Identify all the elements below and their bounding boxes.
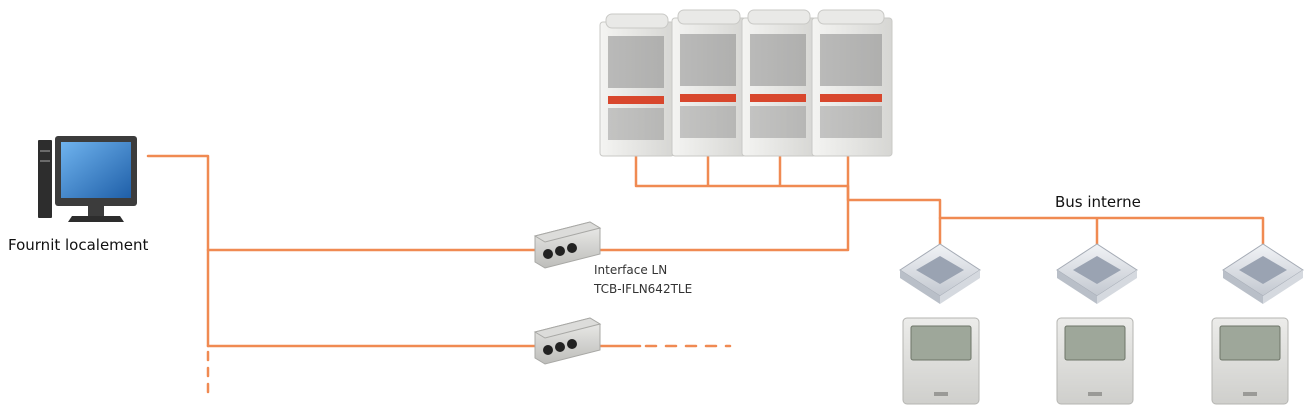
outdoor-module-3 bbox=[741, 9, 817, 157]
outdoor-module-1 bbox=[599, 13, 675, 157]
wall-controller-icon-2 bbox=[1056, 317, 1134, 405]
wall-controller-icon-3 bbox=[1211, 317, 1289, 405]
cassette-unit-icon-2 bbox=[1056, 243, 1138, 304]
cassette-unit-icon-3 bbox=[1222, 243, 1304, 304]
cable-internal-bus bbox=[938, 216, 1265, 246]
cable-outdoor-link bbox=[634, 154, 942, 220]
cable-branch-1 bbox=[206, 184, 850, 252]
outdoor-module-4 bbox=[811, 9, 893, 157]
interface-name-label: Interface LN bbox=[594, 263, 668, 277]
interface-box-icon bbox=[533, 221, 602, 269]
computer-label: Fournit localement bbox=[8, 236, 149, 254]
outdoor-module-2 bbox=[671, 9, 747, 157]
interface-box-icon-2 bbox=[533, 317, 602, 365]
vrf-outdoor-unit-icon bbox=[599, 9, 893, 157]
bus-label: Bus interne bbox=[1055, 193, 1141, 211]
wall-controller-icon-1 bbox=[902, 317, 980, 405]
cassette-unit-icon-1 bbox=[899, 243, 981, 304]
cable-pc-trunk bbox=[146, 154, 210, 348]
interface-model-label: TCB-IFLN642TLE bbox=[594, 282, 693, 296]
desktop-computer-icon bbox=[38, 136, 137, 222]
